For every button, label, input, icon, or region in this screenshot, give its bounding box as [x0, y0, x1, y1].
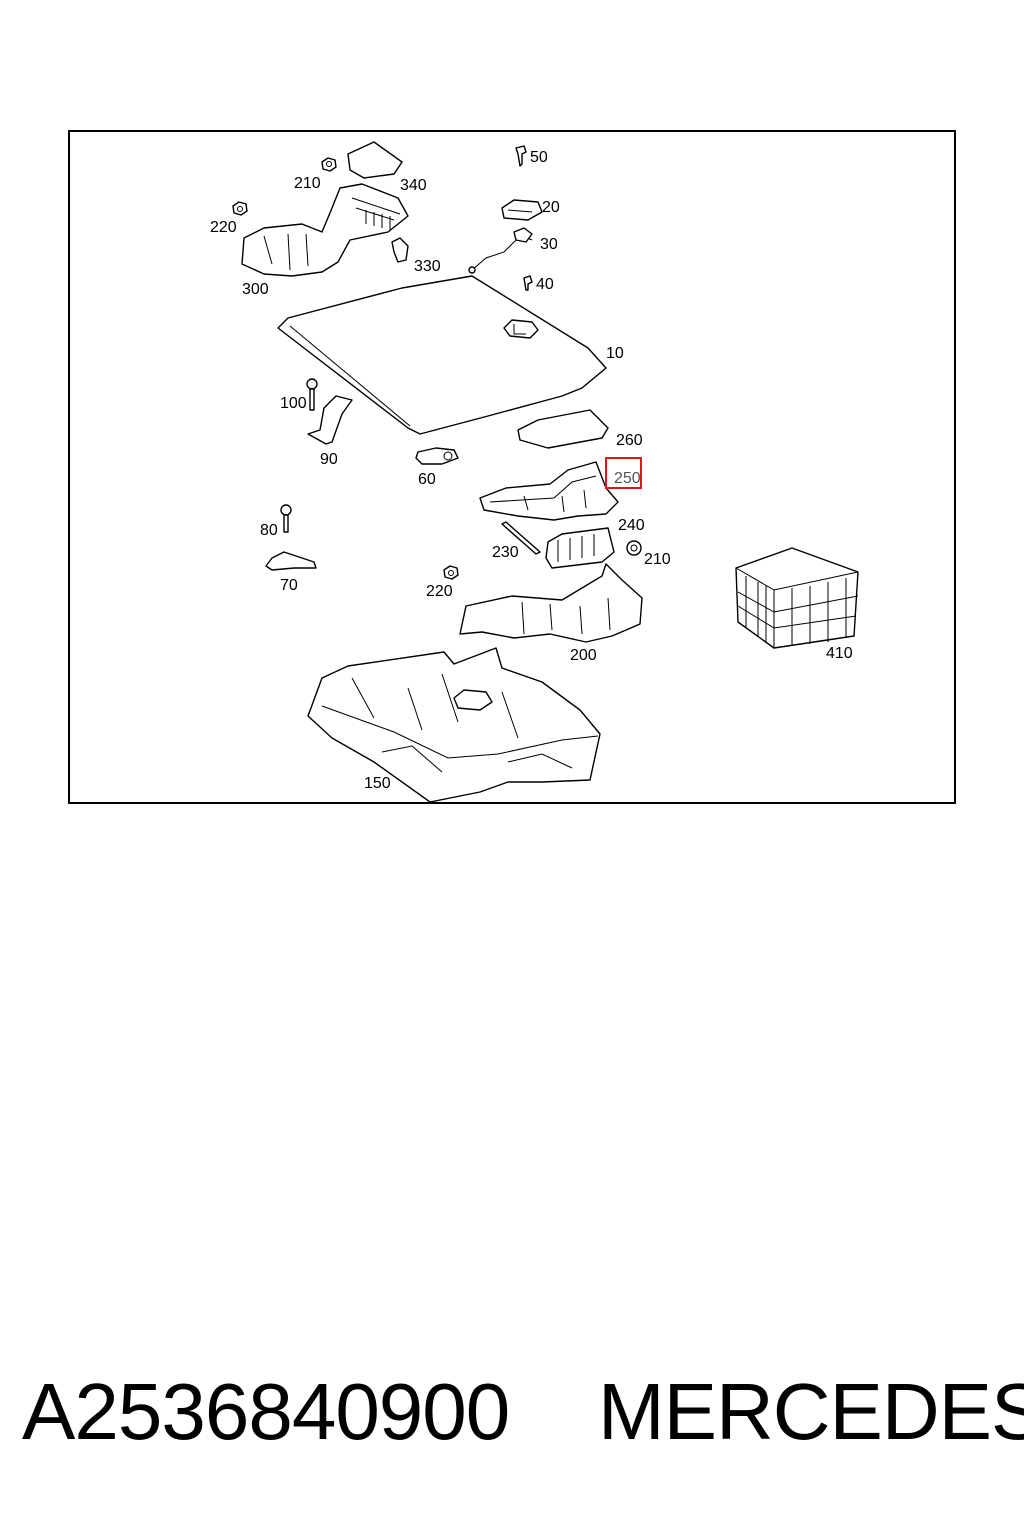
part-40-screw[interactable] — [523, 275, 533, 291]
callout-150[interactable]: 150 — [364, 775, 391, 792]
part-20-handle[interactable] — [501, 199, 543, 221]
part-10-load-floor[interactable] — [277, 275, 607, 435]
part-150-floor-tray[interactable] — [307, 647, 601, 802]
part-50-screw[interactable] — [515, 145, 527, 167]
callout-200[interactable]: 200 — [570, 647, 597, 664]
parts-diagram: 50 210 340 20 220 30 330 300 40 10 100 2… — [210, 141, 859, 802]
parts-diagram-frame: 50 210 340 20 220 30 330 300 40 10 100 2… — [68, 130, 956, 804]
part-340-cover[interactable] — [347, 141, 403, 179]
callout-300[interactable]: 300 — [242, 281, 269, 298]
callout-60[interactable]: 60 — [418, 471, 436, 488]
callout-250-highlight-box — [605, 457, 642, 489]
callout-260[interactable]: 260 — [616, 432, 643, 449]
callout-210-lower[interactable]: 210 — [644, 551, 671, 568]
part-330-clip[interactable] — [391, 237, 409, 263]
callout-10[interactable]: 10 — [606, 345, 624, 362]
callout-80[interactable]: 80 — [260, 522, 278, 539]
part-30-cable[interactable] — [468, 227, 533, 274]
callout-210-upper[interactable]: 210 — [294, 175, 321, 192]
callout-30[interactable]: 30 — [540, 236, 558, 253]
part-250-storage-tray[interactable] — [479, 461, 619, 521]
part-70-bracket[interactable] — [265, 551, 317, 571]
brand-text: MERCEDES — [598, 1367, 1024, 1456]
part-210-washer[interactable] — [626, 540, 642, 556]
callout-340[interactable]: 340 — [400, 177, 427, 194]
callout-50[interactable]: 50 — [530, 149, 548, 166]
callout-90[interactable]: 90 — [320, 451, 338, 468]
callout-230[interactable]: 230 — [492, 544, 519, 561]
callout-240[interactable]: 240 — [618, 517, 645, 534]
callout-70[interactable]: 70 — [280, 577, 298, 594]
callout-410[interactable]: 410 — [826, 645, 853, 662]
part-60-latch[interactable] — [415, 447, 459, 465]
part-260-cover[interactable] — [517, 409, 609, 449]
part-number-text: A2536840900 — [22, 1367, 510, 1456]
part-200-storage-tub[interactable] — [459, 563, 643, 643]
part-230-strap[interactable] — [501, 521, 541, 555]
callout-330[interactable]: 330 — [414, 258, 441, 275]
part-220-nut-upper[interactable] — [232, 201, 248, 216]
part-300-bracket[interactable] — [241, 183, 409, 277]
part-220-nut-lower[interactable] — [443, 565, 459, 580]
callout-220-lower[interactable]: 220 — [426, 583, 453, 600]
part-80-screw[interactable] — [280, 504, 292, 533]
callout-250[interactable]: 250 — [614, 470, 641, 487]
part-410-crate[interactable] — [735, 547, 859, 649]
part-100-screw[interactable] — [306, 378, 318, 411]
part-90-bracket[interactable] — [307, 395, 353, 445]
part-240-tool-insert[interactable] — [545, 527, 615, 569]
callout-20[interactable]: 20 — [542, 199, 560, 216]
callout-220-upper[interactable]: 220 — [210, 219, 237, 236]
callout-40[interactable]: 40 — [536, 276, 554, 293]
callout-100[interactable]: 100 — [280, 395, 307, 412]
part-210-nut[interactable] — [321, 157, 337, 172]
